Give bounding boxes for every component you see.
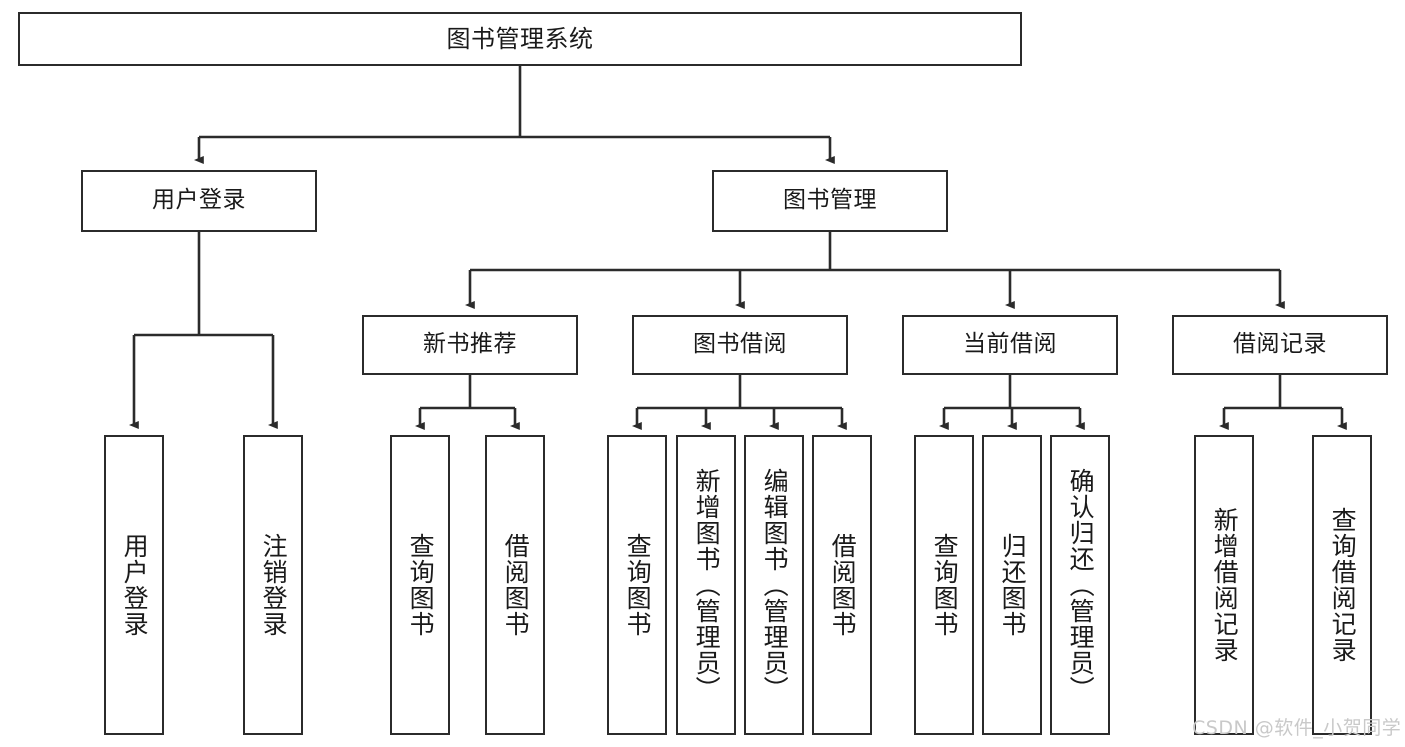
node-label: 确认归还（管理员） xyxy=(1066,468,1096,702)
node-label: 注销登录 xyxy=(259,533,289,637)
node-label: 借阅图书 xyxy=(501,533,531,637)
node-book-borrow[interactable]: 图书借阅 xyxy=(632,315,848,375)
node-label: 借阅记录 xyxy=(1233,331,1327,358)
node-leaf-rec-borrow-book[interactable]: 借阅图书 xyxy=(485,435,545,735)
node-leaf-cur-return-book[interactable]: 归还图书 xyxy=(982,435,1042,735)
node-user-login[interactable]: 用户登录 xyxy=(81,170,317,232)
node-label: 借阅图书 xyxy=(828,533,858,637)
node-label: 图书管理系统 xyxy=(446,24,594,53)
node-leaf-bor-borrow-book[interactable]: 借阅图书 xyxy=(812,435,872,735)
node-label: 查询图书 xyxy=(406,533,436,637)
node-root-book-management-system[interactable]: 图书管理系统 xyxy=(18,12,1022,66)
node-label: 新书推荐 xyxy=(423,331,517,358)
node-label: 当前借阅 xyxy=(963,331,1057,358)
node-new-book-recommend[interactable]: 新书推荐 xyxy=(362,315,578,375)
node-label: 编辑图书（管理员） xyxy=(760,468,790,702)
node-label: 查询借阅记录 xyxy=(1328,507,1358,663)
node-leaf-bor-edit-book[interactable]: 编辑图书（管理员） xyxy=(744,435,804,735)
node-leaf-cur-query-book[interactable]: 查询图书 xyxy=(914,435,974,735)
node-label: 新增图书（管理员） xyxy=(692,468,722,702)
node-label: 归还图书 xyxy=(998,533,1028,637)
node-label: 图书借阅 xyxy=(693,331,787,358)
node-leaf-rec-add-record[interactable]: 新增借阅记录 xyxy=(1194,435,1254,735)
node-label: 新增借阅记录 xyxy=(1210,507,1240,663)
node-label: 用户登录 xyxy=(120,533,150,637)
node-book-management[interactable]: 图书管理 xyxy=(712,170,948,232)
node-label: 用户登录 xyxy=(152,187,246,214)
node-leaf-bor-query-book[interactable]: 查询图书 xyxy=(607,435,667,735)
node-leaf-user-login[interactable]: 用户登录 xyxy=(104,435,164,735)
csdn-watermark: CSDN @软件_小贺同学 xyxy=(1192,717,1402,739)
node-label: 图书管理 xyxy=(783,187,877,214)
node-leaf-cur-confirm-return[interactable]: 确认归还（管理员） xyxy=(1050,435,1110,735)
node-label: 查询图书 xyxy=(623,533,653,637)
node-label: 查询图书 xyxy=(930,533,960,637)
node-leaf-rec-query-record[interactable]: 查询借阅记录 xyxy=(1312,435,1372,735)
node-leaf-bor-add-book[interactable]: 新增图书（管理员） xyxy=(676,435,736,735)
node-leaf-rec-query-book[interactable]: 查询图书 xyxy=(390,435,450,735)
node-leaf-logout[interactable]: 注销登录 xyxy=(243,435,303,735)
node-borrow-record[interactable]: 借阅记录 xyxy=(1172,315,1388,375)
node-current-borrow[interactable]: 当前借阅 xyxy=(902,315,1118,375)
